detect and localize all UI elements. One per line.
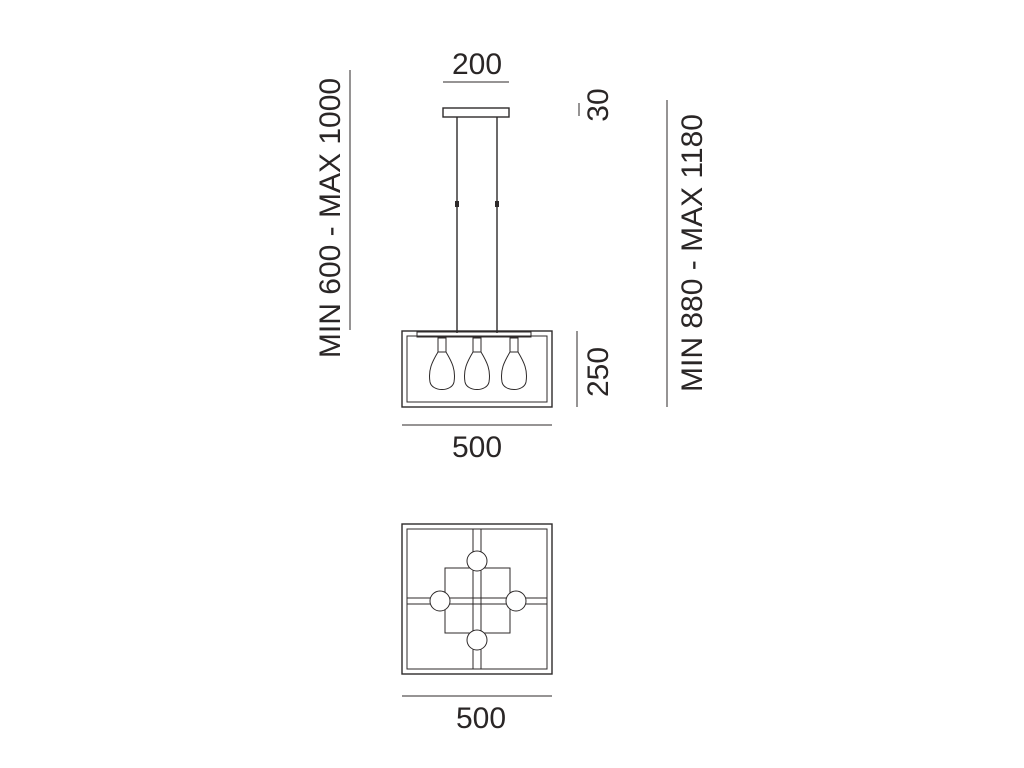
bulb-left bbox=[429, 337, 455, 390]
dim-canopy-width: 200 bbox=[452, 48, 502, 81]
top-view bbox=[401, 523, 553, 675]
top-frame-outer bbox=[401, 523, 553, 675]
bulb-right bbox=[501, 337, 527, 390]
frame-inner bbox=[406, 335, 548, 403]
cable-clip-left bbox=[455, 201, 459, 207]
side-view bbox=[401, 107, 553, 408]
top-bulb-west bbox=[429, 590, 451, 612]
canopy bbox=[442, 107, 510, 118]
frame-top-bar bbox=[416, 331, 532, 338]
frame-outer bbox=[401, 330, 553, 408]
dim-canopy-height: 30 bbox=[582, 88, 615, 121]
top-canopy bbox=[444, 567, 511, 634]
top-bulb-north bbox=[466, 550, 488, 572]
dim-body-height: 250 bbox=[582, 347, 615, 397]
top-bulb-south bbox=[466, 629, 488, 651]
dim-body-width: 500 bbox=[452, 431, 502, 464]
bulb-center bbox=[464, 337, 490, 390]
dim-cable-length: MIN 600 - MAX 1000 bbox=[314, 78, 347, 358]
cable-clip-right bbox=[495, 201, 499, 207]
dim-total-height: MIN 880 - MAX 1180 bbox=[676, 114, 709, 392]
dim-top-width: 500 bbox=[456, 702, 506, 735]
top-frame-inner bbox=[406, 528, 548, 670]
top-bulb-east bbox=[505, 590, 527, 612]
